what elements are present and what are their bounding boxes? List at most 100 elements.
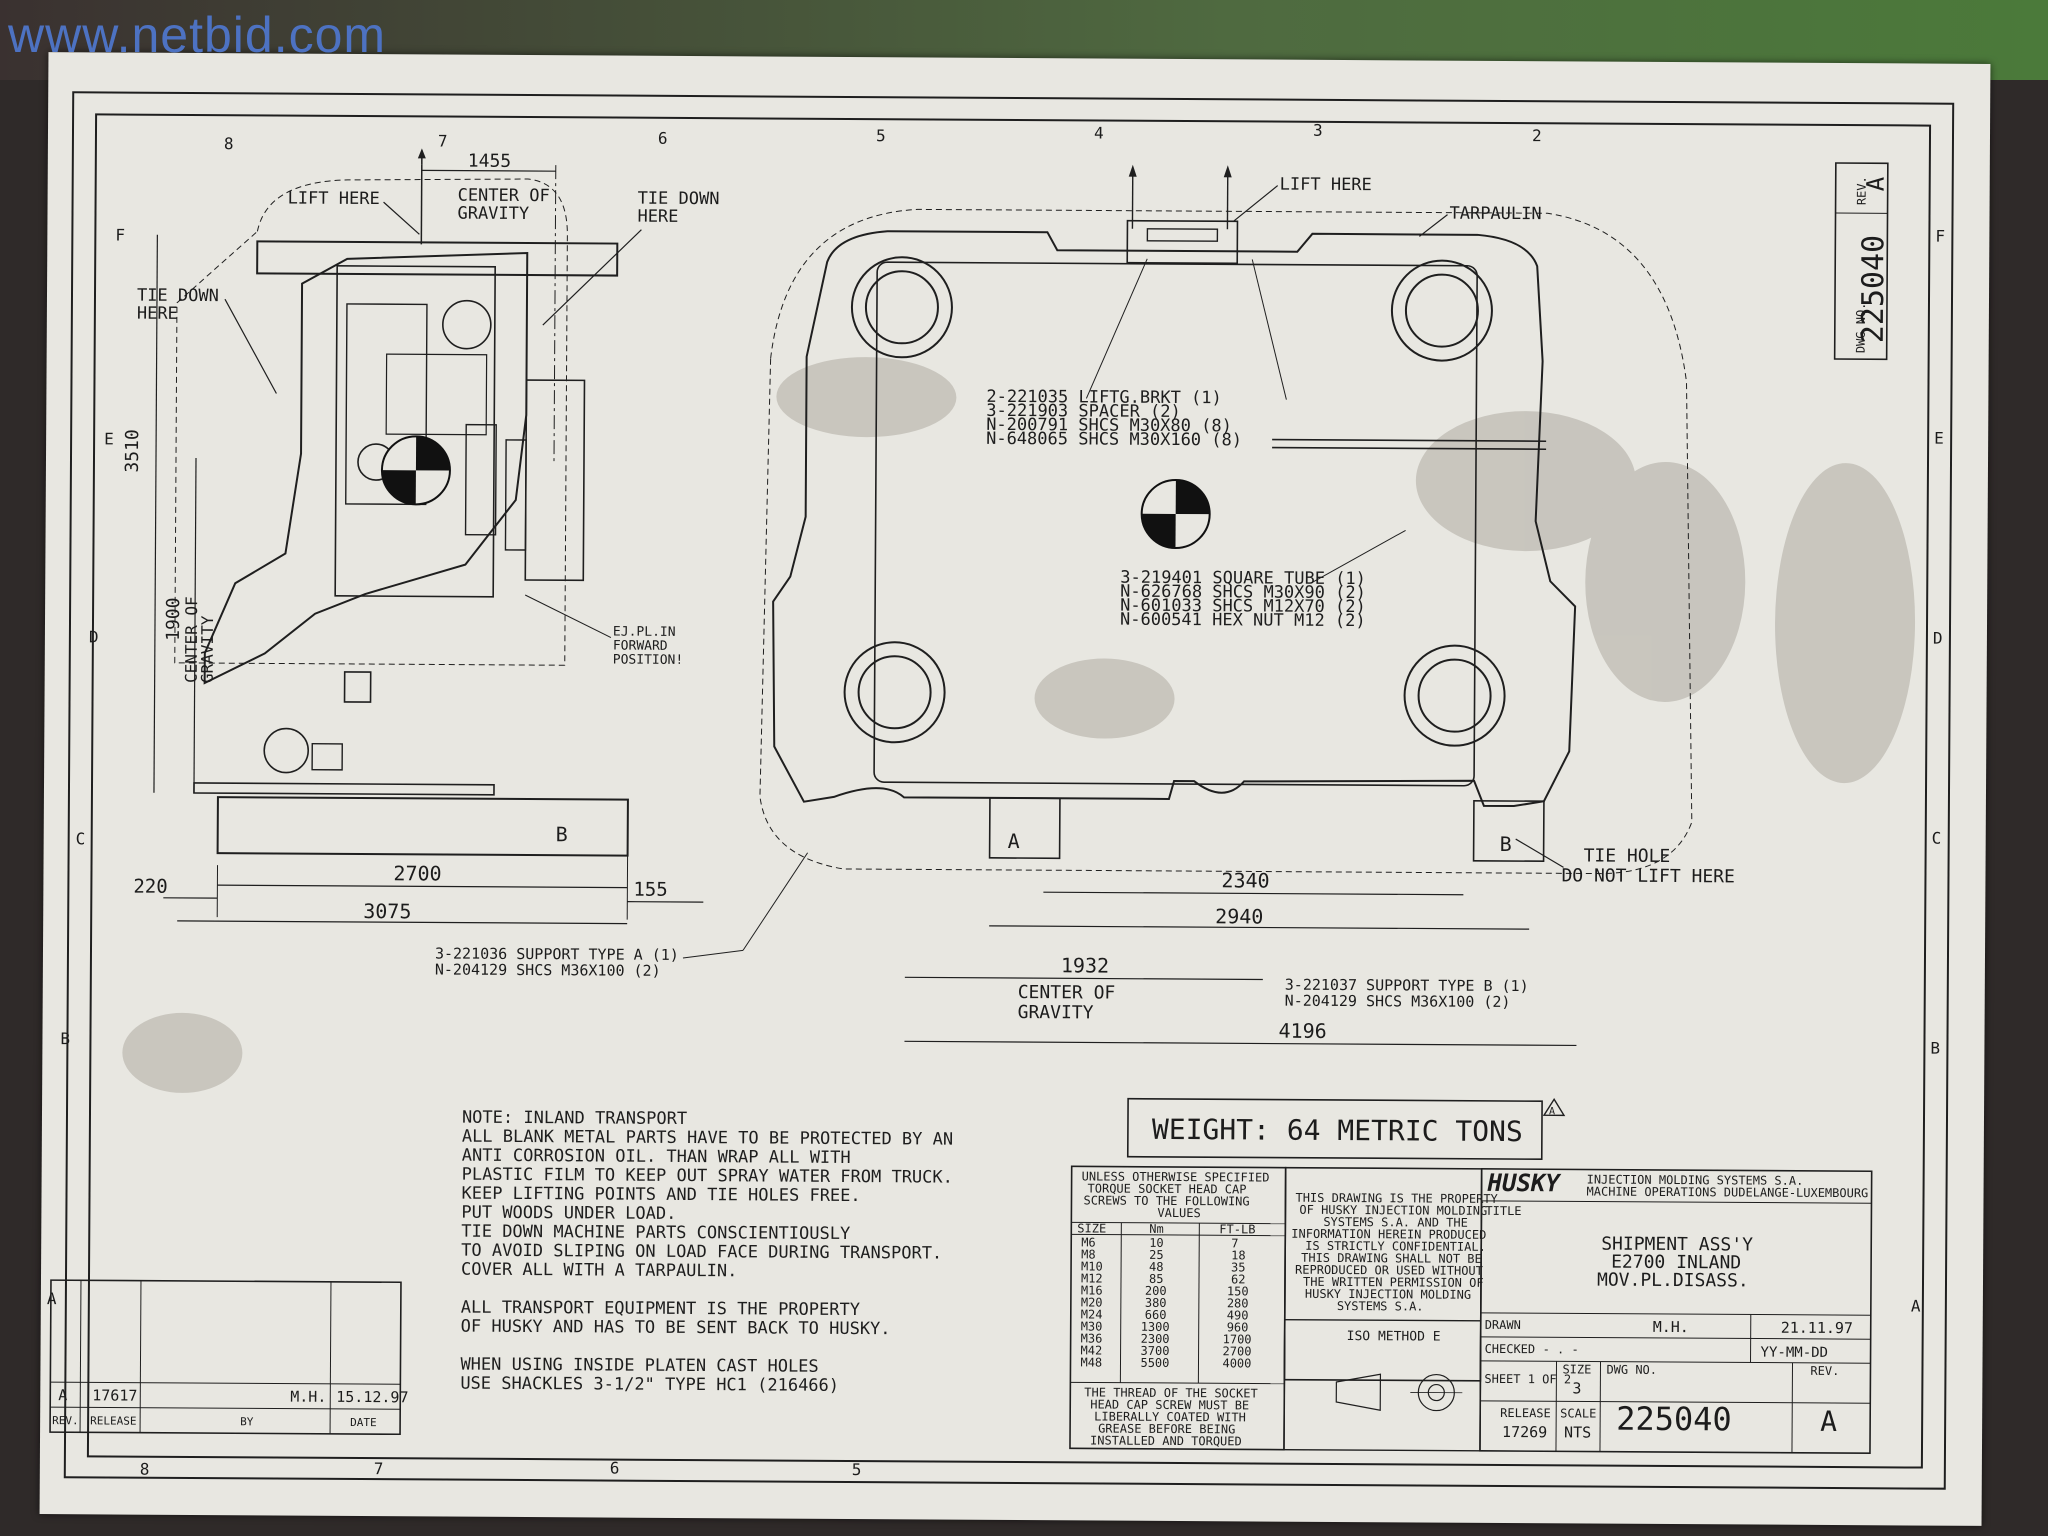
side-rev-label: REV.	[1855, 176, 1869, 205]
label-tarpaulin: TARPAULIN	[1449, 204, 1541, 225]
svg-text:F: F	[1935, 227, 1945, 246]
note-line: OF HUSKY AND HAS TO BE SENT BACK TO HUSK…	[461, 1317, 891, 1340]
svg-text:6: 6	[610, 1459, 620, 1478]
part-liftg-brkt: 2-221035 LIFTG.BRKT (1)	[986, 387, 1222, 408]
inner-border	[86, 113, 1932, 1469]
label-gravity-right: GRAVITY	[1018, 1002, 1094, 1023]
label-center-of-gravity-left: CENTER OF	[458, 186, 550, 207]
label-support-type-b: 3-221037 SUPPORT TYPE B (1)	[1285, 976, 1529, 995]
drawn-by: M.H.	[1653, 1318, 1689, 1336]
outer-border	[63, 91, 1955, 1490]
property-line: INFORMATION HEREIN PRODUCED	[1291, 1227, 1486, 1242]
torque-cell: 2700	[1223, 1344, 1252, 1358]
cg-symbol-right	[1140, 478, 1211, 549]
torque-footer: THE THREAD OF THE SOCKET	[1084, 1385, 1257, 1400]
svg-text:B: B	[60, 1029, 70, 1048]
title-line-3: MOV.PL.DISASS.	[1597, 1270, 1749, 1292]
torque-cell: 18	[1231, 1248, 1246, 1262]
torque-cell: 3700	[1141, 1344, 1170, 1358]
revision-block: A 17617 M.H. 15.12.97 REV. RELEASE BY DA…	[49, 1279, 409, 1436]
note-line: ALL BLANK METAL PARTS HAVE TO BE PROTECT…	[462, 1127, 953, 1150]
property-line: OF HUSKY INJECTION MOLDING	[1299, 1203, 1487, 1218]
note-line: NOTE: INLAND TRANSPORT	[462, 1108, 687, 1129]
part-shcs-m12x70: N-601033 SHCS M12X70 (2)	[1120, 596, 1366, 618]
rev-triangle	[1542, 1097, 1566, 1117]
torque-cell: 85	[1149, 1272, 1164, 1286]
dim-3510: 3510	[122, 429, 143, 472]
note-line: ALL TRANSPORT EQUIPMENT IS THE PROPERTY	[461, 1298, 860, 1320]
part-hex-nut: N-600541 HEX NUT M12 (2)	[1120, 610, 1366, 632]
label-tie-hole: TIE HOLE	[1584, 845, 1671, 867]
dim-1932: 1932	[1061, 953, 1109, 977]
torque-cell: 490	[1227, 1308, 1249, 1322]
svg-text:C: C	[1932, 829, 1942, 848]
dirt-smudges	[122, 357, 1916, 1093]
svg-text:7: 7	[374, 1459, 384, 1478]
svg-text:8: 8	[224, 134, 234, 153]
svg-text:5: 5	[876, 126, 886, 145]
scale-label: SCALE	[1560, 1406, 1596, 1420]
transport-notes: NOTE: INLAND TRANSPORT ALL BLANK METAL P…	[460, 1108, 953, 1396]
torque-cell: 150	[1227, 1284, 1249, 1298]
label-support-type-a: 3-221036 SUPPORT TYPE A (1)	[435, 944, 679, 963]
note-line: TIE DOWN MACHINE PARTS CONSCIENTIOUSLY	[461, 1222, 850, 1244]
label-ej-forward: FORWARD	[613, 639, 668, 654]
dim-1455: 1455	[468, 151, 511, 172]
dim-1900: 1900	[163, 597, 184, 640]
rev-label: REV.	[1810, 1364, 1839, 1378]
label-support-b-shcs: N-204129 SHCS M36X100 (2)	[1285, 992, 1511, 1011]
torque-cell: M10	[1081, 1259, 1103, 1273]
drawn-date: 21.11.97	[1781, 1319, 1853, 1337]
side-dwg-box: DWG NO. 225040 REV. A	[1833, 162, 1891, 361]
label-cg-vertical: CENTER OF	[182, 596, 202, 683]
right-front-view: LIFT HERE TARPAULIN 2-221035 LIFTG.BRKT …	[759, 164, 1735, 1047]
torque-cell: M8	[1081, 1247, 1096, 1261]
checked-label: CHECKED	[1485, 1342, 1536, 1356]
technical-drawing: 8 7 6 5 4 3 2 8 7 6 5 F E D C B A F E D …	[47, 91, 1955, 1490]
label-b-right: B	[1500, 832, 1512, 856]
release-value: 17269	[1502, 1423, 1547, 1441]
revision-release: 17617	[92, 1386, 137, 1404]
torque-cell: M30	[1081, 1319, 1103, 1333]
svg-text:E: E	[1934, 429, 1944, 448]
label-ej-position: POSITION!	[613, 653, 684, 668]
part-shcs-m30x90: N-626768 SHCS M30X90 (2)	[1120, 582, 1366, 604]
dim-4196: 4196	[1278, 1019, 1326, 1043]
dim-2340: 2340	[1221, 868, 1269, 892]
torque-cell: M48	[1080, 1355, 1102, 1369]
svg-text:D: D	[1933, 629, 1943, 648]
revision-by: M.H.	[290, 1388, 326, 1406]
company-line2: MACHINE OPERATIONS DUDELANGE-LUXEMBOURG	[1587, 1184, 1869, 1200]
torque-cell: 380	[1145, 1296, 1167, 1310]
torque-footer: LIBERALLY COATED WITH	[1094, 1409, 1246, 1424]
size-value: 3	[1572, 1379, 1581, 1397]
torque-cell: 7	[1231, 1236, 1238, 1250]
property-line: SYSTEMS S.A. AND THE	[1323, 1215, 1468, 1230]
part-shcs-m30x80: N-200791 SHCS M30X80 (8)	[986, 415, 1232, 437]
torque-header: UNLESS OTHERWISE SPECIFIED	[1082, 1169, 1270, 1184]
torque-cell: 1700	[1223, 1332, 1252, 1346]
label-tie-down-here-top-2: HERE	[637, 207, 678, 227]
weight-text: WEIGHT: 64 METRIC TONS	[1152, 1113, 1523, 1148]
torque-cell: M42	[1081, 1343, 1103, 1357]
torque-cell: 4000	[1222, 1356, 1251, 1370]
side-rev-value: A	[1862, 176, 1890, 191]
label-gravity-left: GRAVITY	[457, 204, 529, 224]
torque-cell: 2300	[1141, 1332, 1170, 1346]
torque-header: TORQUE SOCKET HEAD CAP	[1088, 1181, 1247, 1196]
svg-text:5: 5	[852, 1460, 862, 1479]
husky-logo: HUSKY	[1487, 1169, 1562, 1197]
svg-text:3: 3	[1313, 121, 1323, 140]
drawing-sheet: 8 7 6 5 4 3 2 8 7 6 5 F E D C B A F E D …	[39, 52, 1991, 1526]
torque-cell: M36	[1081, 1331, 1103, 1345]
torque-cell: 62	[1231, 1272, 1246, 1286]
part-square-tube: 3-219401 SQUARE TUBE (1)	[1120, 568, 1366, 590]
label-b-left: B	[556, 822, 568, 846]
label-lift-here-right: LIFT HERE	[1280, 175, 1372, 196]
checked-by: - . -	[1543, 1342, 1579, 1356]
label-lift-here-left: LIFT HERE	[288, 189, 380, 210]
torque-table: UNLESS OTHERWISE SPECIFIED TORQUE SOCKET…	[1069, 1165, 1287, 1451]
label-tie-down-here-top: TIE DOWN	[638, 189, 720, 209]
zone-labels-top: 8 7 6 5 4 3 2	[224, 121, 1542, 153]
torque-col-nm: Nm	[1149, 1222, 1164, 1236]
